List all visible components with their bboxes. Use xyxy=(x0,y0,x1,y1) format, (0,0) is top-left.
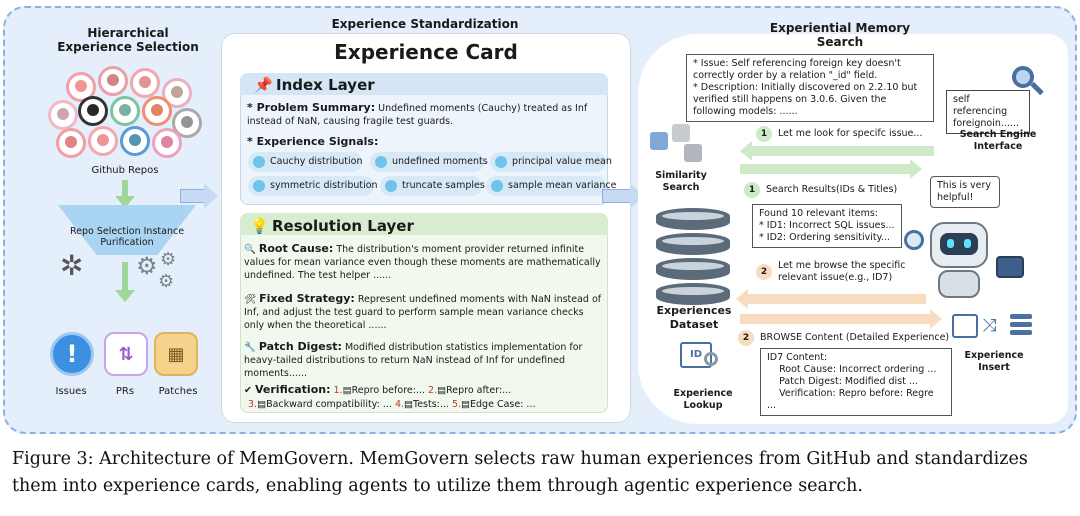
prs-label: PRs xyxy=(115,386,135,397)
pin-icon: 📌 xyxy=(254,76,273,94)
gear-icon: ⚙ xyxy=(136,252,158,280)
search-magnifier-icon xyxy=(1012,66,1034,88)
verification-label: Verification: xyxy=(255,383,331,396)
shuffle-icon: ⤨ xyxy=(982,315,997,336)
pull-request-icon: ⇅ xyxy=(104,332,148,376)
arrow-down-1 xyxy=(115,180,135,208)
card-title: Experience Card xyxy=(334,40,518,64)
arrow-left-green xyxy=(740,141,934,161)
resolution-layer xyxy=(240,213,608,413)
figure-caption: Figure 3: Architecture of MemGovern. Mem… xyxy=(12,449,1028,496)
signal-chip: Cauchy distribution xyxy=(248,152,363,172)
standardization-title: Experience Standardization xyxy=(331,17,519,31)
patch-digest-label: Patch Digest: xyxy=(258,340,342,353)
arrow-left-orange xyxy=(736,289,926,309)
chart-icon xyxy=(952,314,978,338)
arrow-right-orange xyxy=(740,309,942,329)
similarity-label: Similarity Search xyxy=(655,170,707,193)
problem-summary-text: Undefined moments (Cauchy) treated as In… xyxy=(247,103,588,127)
fixed-strategy-text: Represent undefined moments with NaN ins… xyxy=(244,294,602,331)
patches-label: Patches xyxy=(158,386,198,397)
arrow-right-green xyxy=(740,159,922,179)
github-repos-label: Github Repos xyxy=(91,165,159,176)
insert-label: Experience Insert xyxy=(964,350,1024,373)
issues-label: Issues xyxy=(55,386,87,397)
list-icon xyxy=(1010,314,1032,338)
robot-icon xyxy=(930,222,988,268)
signal-chip: principal value mean xyxy=(490,152,612,172)
robot-tablet-icon xyxy=(996,256,1024,278)
robot-body xyxy=(938,270,980,298)
signals-label: * Experience Signals: xyxy=(247,135,379,148)
robot-speech-bubble: This is very helpful! xyxy=(930,176,1000,208)
signal-chip: sample mean variance xyxy=(486,176,616,196)
arrow-down-2 xyxy=(115,262,135,302)
puzzle-icon xyxy=(650,124,706,166)
bug-icon: ✲ xyxy=(60,249,84,282)
root-cause-label: Root Cause: xyxy=(258,242,334,255)
resolution-layer-header-bg xyxy=(240,213,608,235)
resolution-layer-heading: Resolution Layer xyxy=(272,217,414,235)
checklist-icon: ▤ xyxy=(461,399,471,410)
signal-chip: truncate samples xyxy=(380,176,485,196)
checklist-icon: ▤ xyxy=(342,385,352,396)
robot-magnifier-icon xyxy=(904,230,924,250)
dataset-label: Experiences Dataset xyxy=(656,304,732,331)
funnel-label: Repo Selection Instance Purification xyxy=(69,226,185,248)
arrow-to-search xyxy=(602,183,644,209)
search-query-box: self referencing foreignoin...... xyxy=(946,90,1030,134)
root-cause-text: The distribution's moment provider retur… xyxy=(244,244,601,281)
gear-small-icon: ⚙ xyxy=(160,249,177,270)
patch-digest-text: Modified distribution statistics impleme… xyxy=(244,342,583,379)
issues-icon: ! xyxy=(50,332,94,376)
search-engine-label: Search Engine Interface xyxy=(959,129,1037,152)
wrench-icon: 🔧 xyxy=(244,342,256,353)
signal-chip: undefined moments xyxy=(370,152,488,172)
index-layer-heading: Index Layer xyxy=(276,76,375,94)
magnifier-icon: 🔍 xyxy=(244,244,256,255)
index-layer-header-bg xyxy=(240,73,608,95)
database-icon xyxy=(656,208,730,308)
selection-title: Hierarchical Experience Selection xyxy=(57,26,199,54)
arrow-to-card xyxy=(180,183,218,209)
key-icon xyxy=(704,352,718,366)
id7-content-note: ID7 Content: Root Cause: Incorrect order… xyxy=(760,348,952,416)
gear-small-icon-2: ⚙ xyxy=(158,271,175,292)
check-circle-icon: ✔ xyxy=(244,385,252,396)
problem-summary: * Problem Summary: Undefined moments (Ca… xyxy=(247,101,603,128)
fixed-strategy-label: Fixed Strategy: xyxy=(259,292,355,305)
checklist-icon: ▤ xyxy=(404,399,413,410)
patch-digest: 🔧 Patch Digest: Modified distribution st… xyxy=(244,340,606,380)
issue-note: * Issue: Self referencing foreign key do… xyxy=(686,54,934,122)
checklist-icon: ▤ xyxy=(437,385,447,396)
lightbulb-icon: 💡 xyxy=(250,217,269,235)
results-note: Found 10 relevant items: * ID1: Incorrec… xyxy=(752,204,902,248)
patches-icon: ▦ xyxy=(154,332,198,376)
fixed-strategy: 🛠 Fixed Strategy: Represent undefined mo… xyxy=(244,292,606,332)
signal-chip: symmetric distribution xyxy=(248,176,378,196)
lookup-label: Experience Lookup xyxy=(673,388,733,411)
tools-icon: 🛠 xyxy=(244,294,257,305)
checklist-icon: ▤ xyxy=(257,399,267,410)
problem-summary-label: * Problem Summary: xyxy=(247,101,376,114)
root-cause: 🔍 Root Cause: The distribution's moment … xyxy=(244,242,606,282)
verification-row-2: 3.▤Backward compatibility: ... 4.▤Tests:… xyxy=(248,399,536,410)
verification: ✔ Verification: 1.▤Repro before:... 2.▤R… xyxy=(244,383,512,396)
search-title: Experiential Memory Search xyxy=(769,21,911,49)
